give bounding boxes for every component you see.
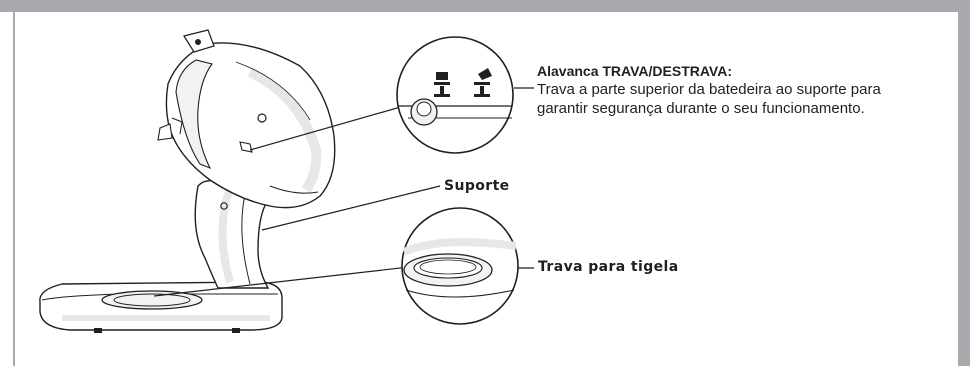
- frame-right-border: [958, 12, 970, 366]
- mixer-head: [157, 29, 336, 209]
- leader-lines: [153, 87, 534, 297]
- frame-left-border: [13, 12, 15, 366]
- bowl-lock-zoom-circle: [401, 207, 519, 325]
- mixer-base: [39, 281, 283, 333]
- mixer-stand: [194, 179, 270, 289]
- leader-line-lever: [249, 101, 419, 151]
- bowl-lock-label: Trava para tigela: [538, 259, 679, 275]
- lever-callout-title: Alavanca TRAVA/DESTRAVA:: [537, 63, 732, 79]
- lever-callout: Alavanca TRAVA/DESTRAVA: Trava a parte s…: [537, 62, 917, 118]
- stand-label: Suporte: [444, 178, 510, 194]
- lock-lever: [239, 141, 253, 153]
- lock-symbol-icon: [434, 72, 450, 97]
- leader-line-stand: [261, 185, 441, 231]
- leader-line-bowl-lock: [153, 265, 419, 297]
- lever-callout-description: Trava a parte superior da batedeira ao s…: [537, 81, 881, 117]
- lever-zoom-circle: [396, 36, 514, 154]
- unlock-symbol-icon: [474, 68, 492, 97]
- frame-top-border: [0, 0, 970, 12]
